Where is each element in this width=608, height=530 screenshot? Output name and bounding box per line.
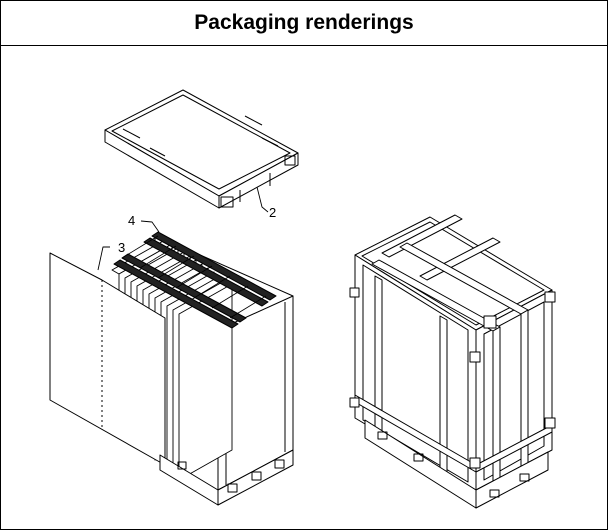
closed-crate-drawing (349, 214, 556, 509)
callout-3-label: 3 (118, 240, 125, 255)
callout-2-label: 2 (269, 205, 276, 220)
callout-4-label: 4 (128, 213, 135, 228)
page-title: Packaging renderings (194, 11, 414, 34)
header-bar: Packaging renderings (1, 1, 607, 46)
crate-lid-drawing (104, 89, 299, 213)
open-crate-drawing (49, 220, 294, 506)
